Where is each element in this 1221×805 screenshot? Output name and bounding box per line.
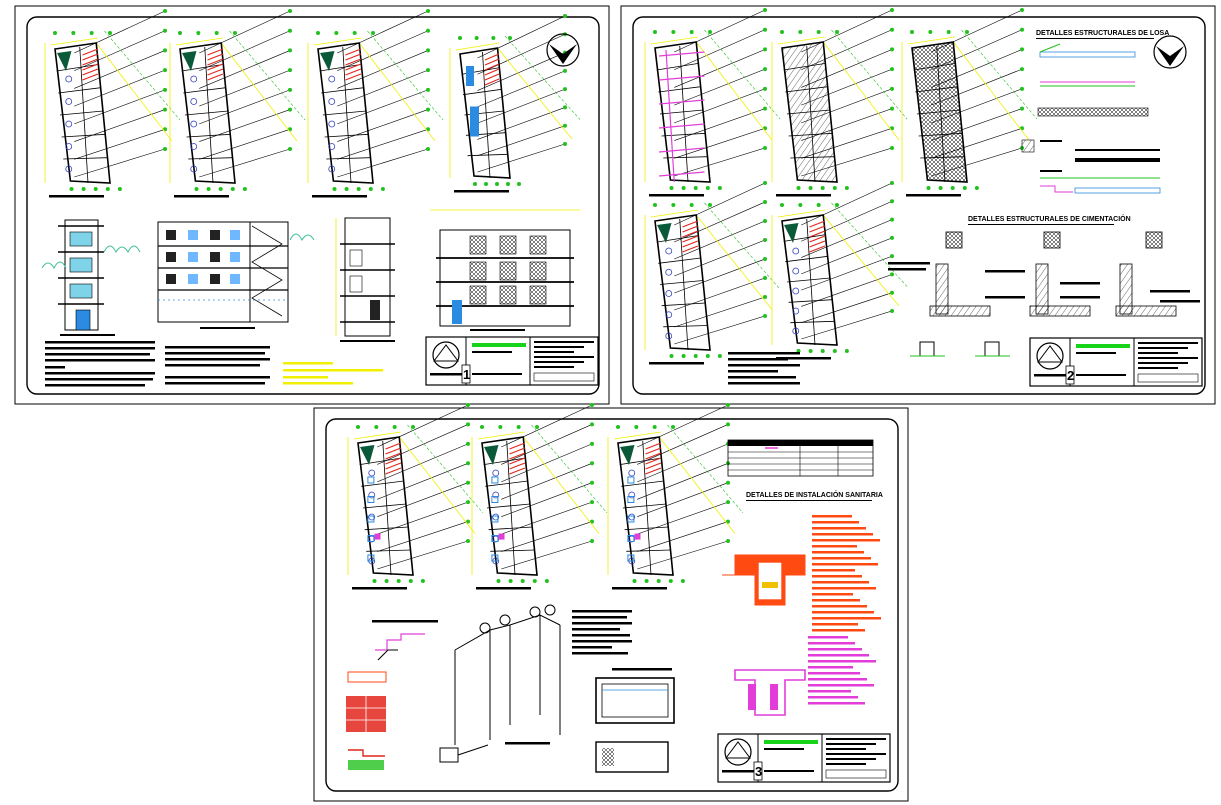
general-notes-sheet-1 [45,341,383,387]
sanitary-spec-notes [812,515,881,632]
sanitary-legend-table [727,439,874,477]
sanitary-plan-1 [347,403,484,590]
north-arrow-icon [546,33,580,67]
building-section-a [335,217,395,342]
sheet-3 [313,407,909,802]
structural-plan-losa-1 [644,8,781,197]
foundation-plan-2 [771,181,908,360]
building-section-b [430,209,580,331]
structural-plan-losa-3 [901,8,1038,197]
sanitary-plan-3 [607,403,744,590]
tank-detail [595,668,675,773]
cimentacion-details: DETALLES ESTRUCTURALES DE CIMENTACIÓN [888,214,1200,357]
pipe-spec-notes [808,636,876,705]
sanitary-plan-2 [471,403,608,590]
front-elevation [41,219,141,336]
sanitary-details-title: DETALLES DE INSTALACIÓN SANITARIA [746,490,883,499]
sanitary-details: DETALLES DE INSTALACIÓN SANITARIA [722,490,883,716]
north-arrow-icon [1153,35,1187,69]
sheet-number: 3 [755,764,762,779]
fixture-details [346,620,438,770]
title-block-sheet-1: 1 [425,336,599,386]
isometric-water-riser [439,604,632,763]
sheet-number: 2 [1067,368,1074,383]
structural-plan-losa-2 [771,8,908,197]
plan-third-floor [307,9,444,198]
plan-first-floor [44,9,181,198]
cimentacion-details-title: DETALLES ESTRUCTURALES DE CIMENTACIÓN [968,214,1131,223]
foundation-plan-1 [644,181,781,365]
structural-notes [728,352,800,385]
title-block-sheet-3: 3 [717,733,891,783]
sheet-1 [14,5,610,405]
losa-details: DETALLES ESTRUCTURALES DE LOSA [1021,30,1169,194]
plan-second-floor [169,9,306,198]
plan-roof [449,14,581,193]
title-block-sheet-2: 2 [1029,337,1203,387]
losa-details-title: DETALLES ESTRUCTURALES DE LOSA [1036,30,1169,37]
side-elevation [157,221,315,329]
sheet-number: 1 [463,367,470,382]
